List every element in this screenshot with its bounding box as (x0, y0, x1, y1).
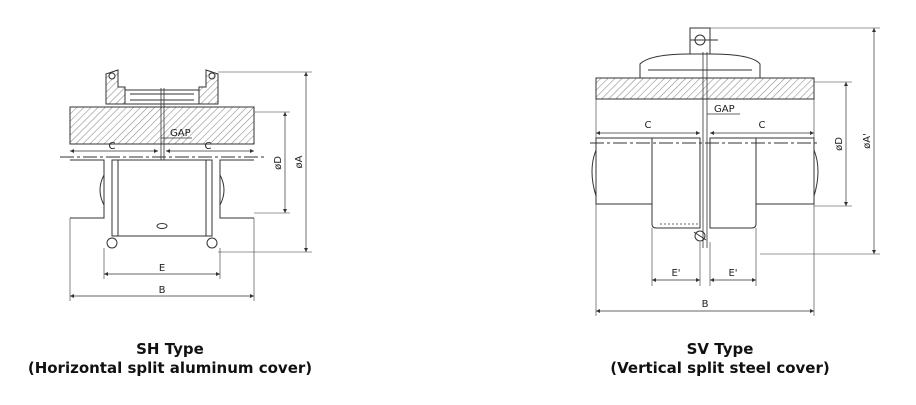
sh-label-c-left: C (109, 141, 116, 152)
sv-label-b: B (702, 299, 709, 310)
sv-top-cover (639, 53, 761, 79)
sv-caption-title: SV Type (686, 340, 754, 358)
sv-label-phi-d: øD (834, 137, 845, 151)
sv-label-e-right: E' (728, 268, 737, 279)
sv-sleeve-left (651, 137, 701, 229)
sh-bolt-right (206, 237, 218, 249)
sh-label-c-right: C (205, 141, 212, 152)
sh-top-cover (105, 69, 219, 105)
sv-right-shaft (755, 137, 815, 205)
sh-label-b: B (159, 285, 166, 296)
sh-hub-band (69, 106, 255, 145)
sh-plug (156, 223, 168, 229)
sh-sleeve (111, 159, 213, 237)
sv-left-shaft (595, 137, 653, 205)
sh-right-shaft (219, 159, 254, 219)
sv-sleeve-right (709, 137, 757, 229)
sh-bolt-left (106, 237, 118, 249)
sv-bottom-bolt (694, 230, 706, 242)
sv-caption: SV Type (Vertical split steel cover) (575, 340, 865, 378)
sh-label-gap: GAP (170, 128, 191, 139)
sv-label-c-left: C (645, 120, 652, 131)
sh-left-shaft (70, 159, 105, 219)
sv-hub-band (595, 77, 815, 100)
sh-caption: SH Type (Horizontal split aluminum cover… (20, 340, 320, 378)
sv-dimension-labels: C C GAP øD øA' E' E' B (645, 104, 873, 310)
sv-top-bolt (689, 27, 718, 55)
sh-caption-title: SH Type (136, 340, 204, 358)
sv-caption-subtitle: (Vertical split steel cover) (610, 359, 830, 377)
sv-label-gap: GAP (714, 104, 735, 115)
sv-label-e-left: E' (671, 268, 680, 279)
sh-label-phi-a: øA (294, 155, 305, 168)
sv-label-c-right: C (759, 120, 766, 131)
sv-label-phi-a: øA' (862, 133, 873, 149)
sv-type-drawing (590, 27, 880, 316)
sh-type-drawing (60, 69, 312, 301)
sh-label-phi-d: øD (273, 156, 284, 170)
sh-label-e: E (159, 263, 165, 274)
sh-dimension-labels: C C GAP øD øA E B (109, 128, 305, 296)
sh-caption-subtitle: (Horizontal split aluminum cover) (27, 359, 313, 377)
